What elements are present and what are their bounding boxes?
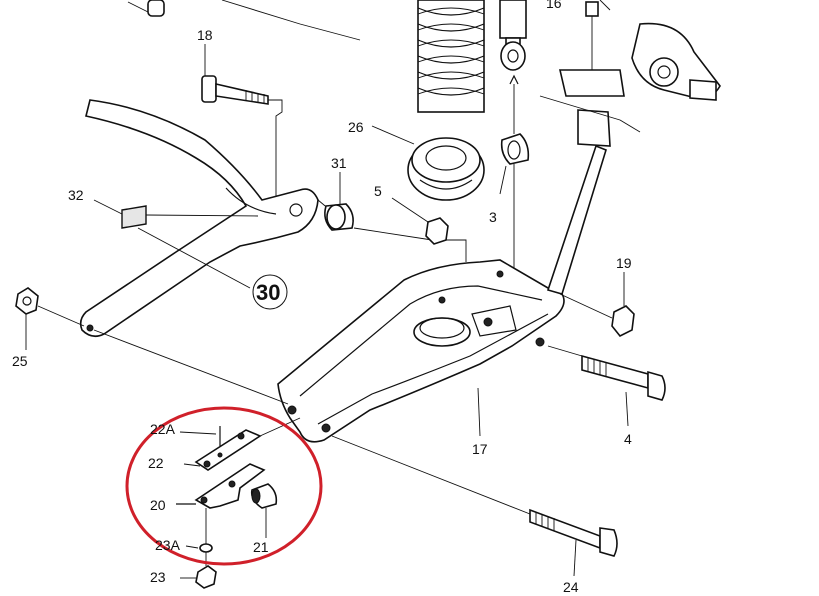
- bushing-31: [324, 172, 433, 241]
- callout-25: 25: [12, 353, 28, 369]
- bolt-18: [201, 44, 283, 200]
- callout-24: 24: [563, 579, 579, 595]
- shock-absorber: [499, 0, 527, 71]
- bracket-assembly: [176, 417, 301, 589]
- callout-30: 30: [256, 280, 280, 305]
- callout-19: 19: [616, 255, 632, 271]
- nut-5: [391, 197, 467, 262]
- coil-spring: [417, 0, 485, 113]
- callout-16: 16: [546, 0, 562, 11]
- bushing-3: [499, 74, 530, 320]
- callout-17: 17: [472, 441, 488, 457]
- callout-18: 18: [197, 27, 213, 43]
- highlight-circle: [125, 406, 323, 566]
- callout-23: 23: [150, 569, 166, 585]
- callout-5: 5: [374, 183, 382, 199]
- bolt-24: [331, 435, 618, 577]
- callout-26: 26: [348, 119, 364, 135]
- nut-19: [559, 272, 635, 338]
- bolt-4: [547, 345, 666, 427]
- callout-20: 20: [150, 497, 166, 513]
- stabilizer-bar: [79, 99, 331, 338]
- spring-seat-26: [371, 125, 485, 201]
- callout-22A: 22A: [150, 421, 176, 437]
- tie-rod: [546, 144, 607, 295]
- callout-21: 21: [253, 539, 269, 555]
- callout-23A: 23A: [155, 537, 181, 553]
- lower-control-arm: [277, 259, 565, 443]
- nut-25: [15, 287, 289, 405]
- plate-32: [93, 199, 259, 289]
- steering-knuckle: [539, 0, 721, 147]
- callout-32: 32: [68, 187, 84, 203]
- callout-30-ring: [252, 274, 288, 310]
- callout-3: 3: [489, 209, 497, 225]
- callout-4: 4: [624, 431, 632, 447]
- callout-22: 22: [148, 455, 164, 471]
- top-left-bushings: [127, 0, 361, 41]
- callout-31: 31: [331, 155, 347, 171]
